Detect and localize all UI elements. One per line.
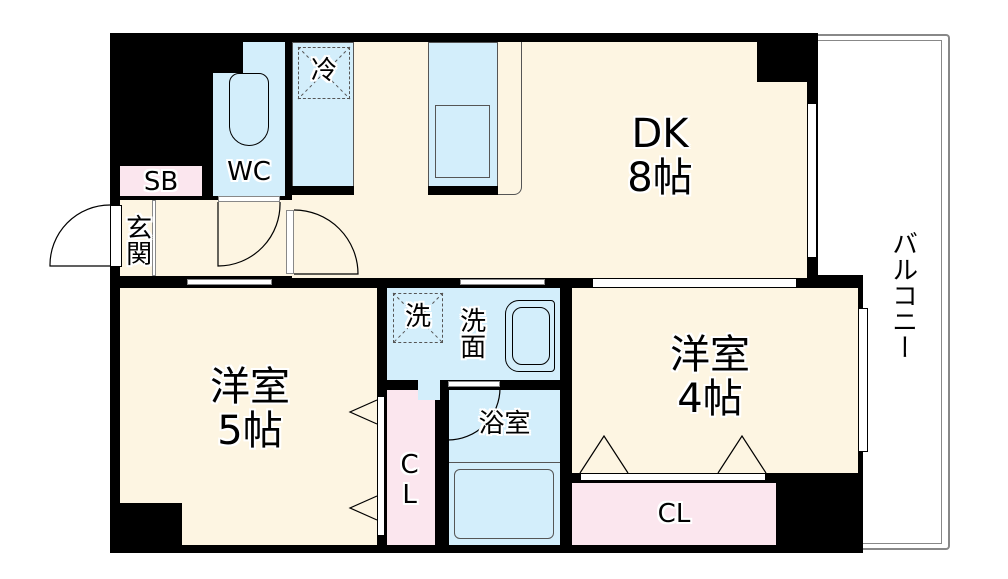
balcony-label: バルコニー (887, 230, 918, 360)
western-room-5 (120, 288, 377, 545)
toilet-icon (229, 73, 269, 146)
closet-horizontal-label: CL (657, 499, 691, 529)
room4-size: 4帖 (677, 376, 743, 422)
room5-label: 洋室 (210, 364, 290, 410)
entrance-label: 玄関 (121, 214, 152, 266)
closet-vertical (387, 390, 435, 545)
closet-horizontal (572, 483, 776, 545)
wc-label: WC (227, 157, 271, 187)
western-room-4 (572, 288, 858, 473)
bathroom (449, 390, 560, 545)
dk-size: 8帖 (627, 155, 693, 201)
room5-size: 5帖 (217, 408, 283, 454)
room4-label: 洋室 (670, 332, 750, 378)
sink-icon (505, 300, 555, 372)
room4-window (858, 308, 868, 452)
fridge-label: 冷 (310, 56, 337, 86)
sb-label: SB (143, 167, 179, 197)
closet-vertical-label: CL (394, 450, 425, 510)
dk-label: DK (631, 111, 689, 157)
bathtub-icon (454, 469, 554, 539)
bathroom-label: 浴室 (478, 409, 531, 439)
dk-window-bottom (592, 278, 797, 288)
washer-label: 洗 (404, 302, 431, 332)
dk-window-right (807, 103, 817, 258)
entrance-hall (120, 200, 292, 276)
washroom-label: 洗面 (455, 307, 486, 359)
shoe-box (120, 166, 202, 196)
